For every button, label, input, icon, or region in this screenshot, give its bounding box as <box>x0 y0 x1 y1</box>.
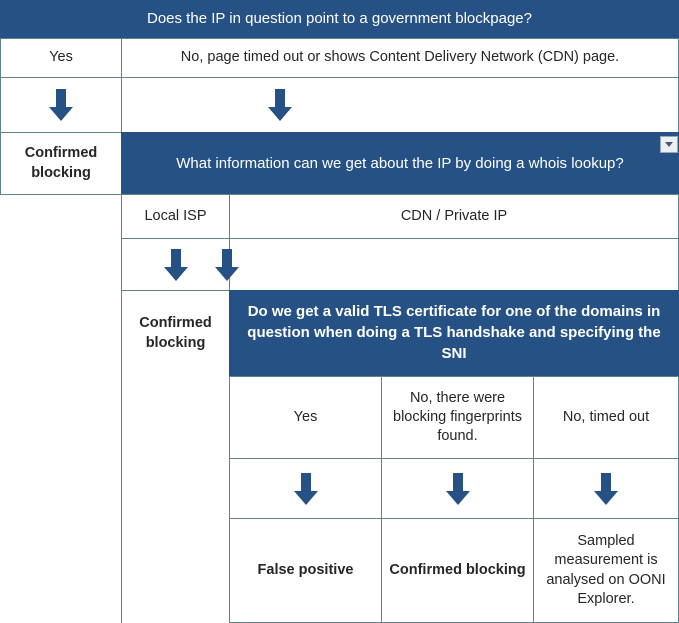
level1-branch-no: No, page timed out or shows Content Deli… <box>121 38 679 78</box>
level3-outcome-confirmed-blocking: Confirmed blocking <box>381 518 534 623</box>
level3-outcome-0-label: False positive <box>257 561 354 578</box>
down-arrow-icon <box>594 472 618 505</box>
level2-outcome-confirmed-blocking: Confirmed blocking <box>121 290 230 377</box>
level3-empty-cell-left <box>121 376 230 459</box>
down-arrow-icon <box>215 248 239 281</box>
empty-left-column <box>0 195 121 623</box>
level3-question-text: Do we get a valid TLS certificate for on… <box>247 303 661 362</box>
level1-outcome-confirmed-blocking: Confirmed blocking <box>0 132 122 195</box>
level3-outcome-false-positive: False positive <box>229 518 382 623</box>
level3-arrow-1-cell <box>381 458 534 519</box>
level1-branch-yes: Yes <box>0 38 122 78</box>
level3-arrow-0-cell <box>229 458 382 519</box>
level1-branch-no-label: No, page timed out or shows Content Deli… <box>180 49 620 66</box>
level1-branch-yes-label: Yes <box>49 49 73 66</box>
level1-arrow-left-cell <box>0 77 122 133</box>
level3-branch-1-label: No, there were blocking fingerprints fou… <box>393 389 522 445</box>
filter-dropdown-button[interactable] <box>660 136 678 153</box>
level2-branch-cdn-label: CDN / Private IP <box>400 207 508 224</box>
down-arrow-icon <box>49 89 73 121</box>
level2-branch-local-isp: Local ISP <box>121 194 230 239</box>
level3-outcome-ooni-explorer: Sampled measurement is analysed on OONI … <box>533 518 679 623</box>
level1-question-banner: Does the IP in question point to a gover… <box>0 0 679 38</box>
level3-branch-timed-out: No, timed out <box>533 376 679 459</box>
level1-arrow-right-cell <box>121 77 679 133</box>
level3-branch-fingerprints: No, there were blocking fingerprints fou… <box>381 376 534 459</box>
down-arrow-icon <box>163 248 188 281</box>
level2-branch-local-isp-label: Local ISP <box>144 207 207 224</box>
level3-outcome-2-label: Sampled measurement is analysed on OONI … <box>546 533 666 607</box>
level3-branch-2-label: No, timed out <box>562 408 650 425</box>
level3-outcome-1-label: Confirmed blocking <box>389 561 526 578</box>
level3-branch-0-label: Yes <box>293 408 318 425</box>
level3-question-banner: Do we get a valid TLS certificate for on… <box>229 290 679 377</box>
level3-empty-cell-left-2 <box>121 458 230 519</box>
level3-empty-cell-left-3 <box>121 518 230 623</box>
level2-question-banner: What information can we get about the IP… <box>121 132 679 195</box>
level3-arrow-2-cell <box>533 458 679 519</box>
level1-outcome-label: Confirmed blocking <box>24 145 98 181</box>
level2-arrow-right-cell <box>215 238 679 291</box>
level2-branch-cdn-private-ip: CDN / Private IP <box>229 194 679 239</box>
down-arrow-icon <box>293 472 318 505</box>
chevron-down-icon <box>665 142 673 147</box>
level3-branch-yes: Yes <box>229 376 382 459</box>
down-arrow-icon <box>445 472 470 505</box>
level2-question-text: What information can we get about the IP… <box>176 154 624 172</box>
level2-outcome-label: Confirmed blocking <box>139 315 212 351</box>
level2-arrow-left-cell <box>121 238 230 291</box>
level1-question-text: Does the IP in question point to a gover… <box>147 10 532 28</box>
down-arrow-icon <box>268 89 292 121</box>
